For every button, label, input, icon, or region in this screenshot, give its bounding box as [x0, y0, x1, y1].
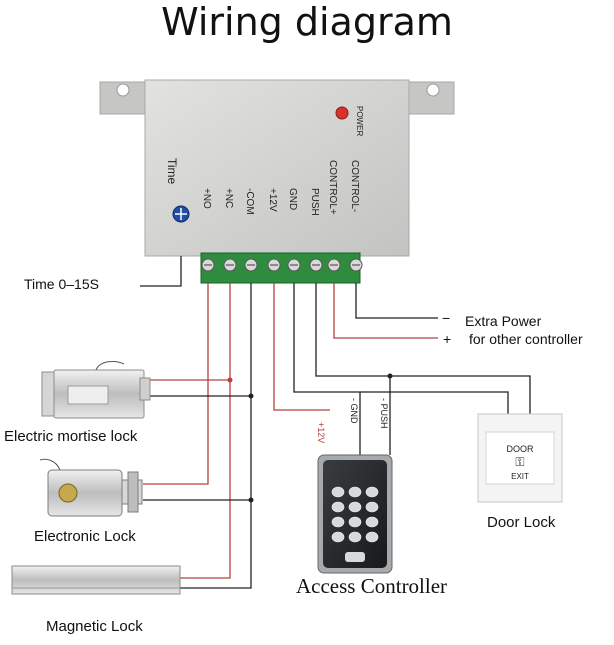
- label-12v: +12V: [316, 422, 326, 443]
- keypad-key[interactable]: [365, 531, 379, 543]
- key-icon: ⚿: [515, 455, 524, 469]
- time-range-label: Time 0–15S: [24, 276, 99, 292]
- door-button-bottom-text: EXIT: [511, 472, 529, 481]
- controller-box: POWER Time +NO +NC -COM +12V GND PUSH CONTROL+…: [99, 79, 455, 284]
- electronic-lock: [39, 458, 143, 517]
- junction-com-1: [248, 393, 254, 399]
- label-gnd: - GND: [349, 398, 359, 424]
- power-led: [335, 106, 349, 120]
- keypad-bell-button[interactable]: [345, 552, 365, 562]
- extra-power-sublabel: for other controller: [469, 331, 583, 347]
- keypad-key[interactable]: [348, 501, 362, 513]
- mount-hole-right: [426, 83, 440, 97]
- wire-control-plus: [333, 283, 438, 339]
- time-leader-line: [140, 256, 182, 287]
- terminal-label: PUSH: [309, 188, 320, 216]
- keypad-keys: [331, 486, 379, 562]
- electronic-lock-cylinder: [58, 483, 78, 503]
- wire-12v: [273, 283, 330, 411]
- electronic-lock-plate: [127, 471, 139, 513]
- mortise-sticker: [67, 385, 109, 405]
- terminal-label: +NC: [223, 188, 234, 208]
- terminal-label: GND: [287, 188, 298, 210]
- terminal-labels: +NO +NC -COM +12V GND PUSH CONTROL+ CONTROL-: [201, 160, 360, 216]
- electronic-lock-cable: [39, 458, 61, 471]
- wire-com: [150, 283, 252, 397]
- wire-nc-maglock: [180, 380, 231, 579]
- mount-hole-left: [116, 83, 130, 97]
- label-push: - PUSH: [379, 398, 389, 429]
- extra-power-minus: −: [442, 310, 451, 326]
- wire-nc: [150, 283, 231, 381]
- keypad-key[interactable]: [348, 531, 362, 543]
- magnetic-lock-body: [11, 565, 181, 595]
- keypad-key[interactable]: [331, 531, 345, 543]
- keypad-key[interactable]: [365, 501, 379, 513]
- diagram-title: Wiring diagram: [161, 0, 453, 44]
- power-led-label: POWER: [355, 106, 364, 136]
- extra-power-label: Extra Power: [465, 313, 542, 329]
- terminal-label: -COM: [244, 188, 255, 215]
- mortise-cable: [95, 361, 125, 371]
- wire-door-gnd: [360, 391, 509, 414]
- wires: [140, 256, 531, 589]
- keypad-key[interactable]: [348, 486, 362, 498]
- door-lock-label: Door Lock: [487, 514, 556, 531]
- keypad-face: [323, 460, 387, 568]
- door-button-top-text: DOOR: [507, 444, 535, 454]
- keypad-key[interactable]: [365, 486, 379, 498]
- electronic-lock-label: Electronic Lock: [34, 528, 136, 545]
- door-exit-button: DOOR ⚿ EXIT: [477, 413, 563, 503]
- mortise-lock-label: Electric mortise lock: [4, 428, 138, 445]
- controller-housing: [144, 79, 410, 257]
- keypad-key[interactable]: [331, 501, 345, 513]
- terminal-label: +NO: [201, 188, 212, 209]
- wire-door-push: [390, 375, 531, 414]
- wire-gnd: [293, 283, 361, 455]
- access-controller: [317, 454, 393, 574]
- mortise-lock: [41, 361, 151, 419]
- wire-push: [315, 283, 391, 455]
- wire-no: [143, 283, 209, 485]
- keypad-key[interactable]: [331, 486, 345, 498]
- magnetic-lock-label: Magnetic Lock: [46, 618, 143, 635]
- keypad-key[interactable]: [348, 516, 362, 528]
- extra-power-plus: +: [443, 331, 452, 347]
- junction-nc: [227, 377, 233, 383]
- mortise-latch: [139, 377, 151, 401]
- terminal-label: CONTROL+: [327, 160, 338, 215]
- terminal-label: +12V: [267, 188, 278, 212]
- wire-com-maglock: [180, 500, 252, 589]
- magnetic-lock: [11, 565, 181, 595]
- keypad-key[interactable]: [331, 516, 345, 528]
- terminal-screws: [201, 258, 363, 272]
- wire-control-minus: [355, 283, 438, 319]
- time-knob-label: Time: [165, 158, 179, 185]
- door-button-face: [485, 431, 555, 485]
- keypad-key[interactable]: [365, 516, 379, 528]
- terminal-label: CONTROL-: [349, 160, 360, 212]
- junction-com-2: [248, 497, 254, 503]
- access-controller-label: Access Controller: [296, 574, 448, 598]
